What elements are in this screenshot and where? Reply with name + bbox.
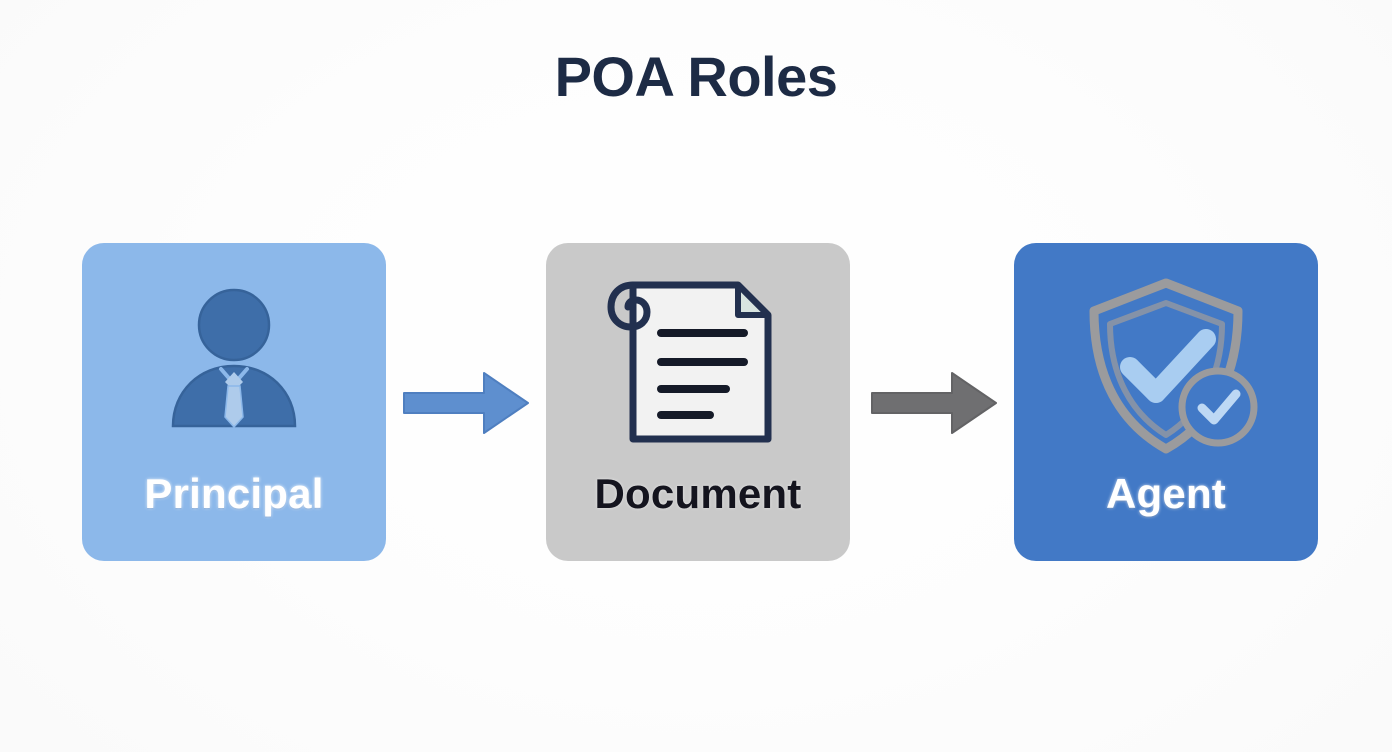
arrow-right-icon-document-to-agent [868,367,1000,439]
shield-check-icon [1066,267,1266,467]
card-document[interactable]: Document [546,243,850,561]
card-principal[interactable]: Principal [82,243,386,561]
card-label-principal: Principal [144,470,324,517]
card-label-agent: Agent [1106,470,1226,517]
arrow-right-icon-principal-to-document [400,367,532,439]
page-title: POA Roles [554,45,838,108]
flow-row: Principal Document [0,243,1392,563]
document-scroll-icon [598,267,798,467]
card-label-document: Document [594,470,802,517]
person-tie-icon [134,267,334,467]
card-agent[interactable]: Agent [1014,243,1318,561]
